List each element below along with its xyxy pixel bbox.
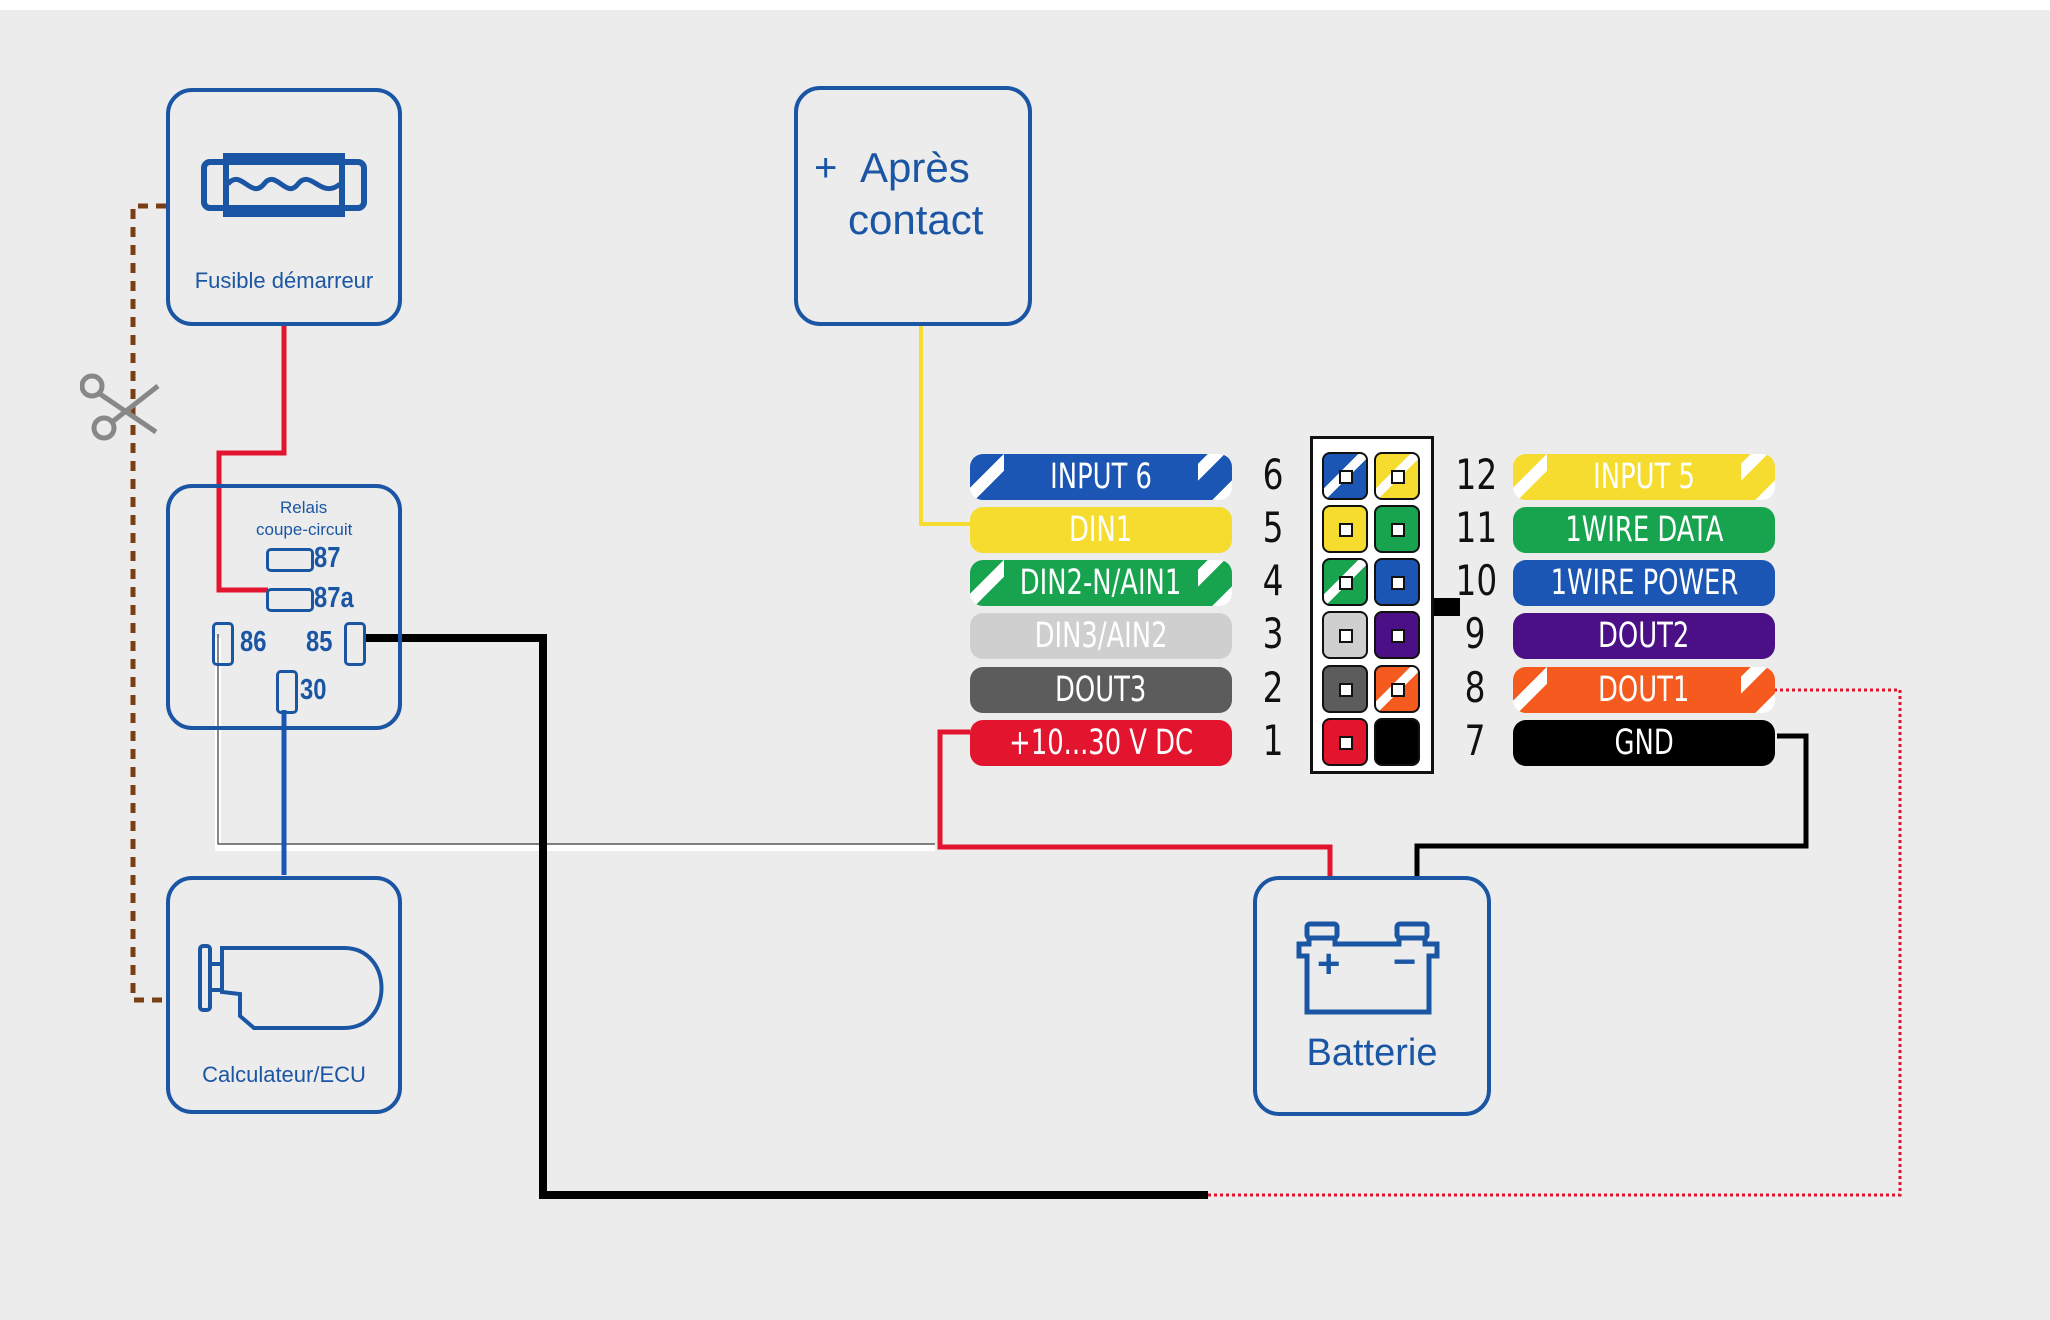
connector-contact — [1339, 470, 1353, 484]
pin-tag-left-2: DOUT3 — [970, 667, 1232, 713]
pin-87-contact — [266, 548, 314, 572]
pin-tag-right-10: 1WIRE POWER — [1513, 560, 1775, 606]
connector-contact — [1391, 576, 1405, 590]
pin-85-contact — [344, 622, 366, 666]
battery-box: + − Batterie — [1253, 876, 1491, 1116]
connector-contact — [1391, 629, 1405, 643]
connector-cell-10 — [1374, 558, 1420, 606]
pin-tag-label: DIN1 — [1069, 510, 1133, 550]
fuse-box: Fusible démarreur — [166, 88, 402, 326]
pin-tag-right-11: 1WIRE DATA — [1513, 507, 1775, 553]
relay-title-line2: coupe-circuit — [256, 520, 353, 539]
yellow-wire-din1 — [919, 326, 970, 526]
fuse-label: Fusible démarreur — [194, 268, 374, 293]
connector-key — [1434, 598, 1460, 616]
pin-86-contact — [212, 622, 234, 666]
pin-tag-label: DIN3/AIN2 — [1034, 616, 1168, 656]
pin-tag-label: DOUT3 — [1055, 670, 1147, 710]
pin-tag-label: DOUT2 — [1598, 616, 1690, 656]
wiring-layer — [130, 203, 1902, 1199]
ignition-line2: contact — [848, 196, 984, 243]
battery-label: Batterie — [1306, 1032, 1438, 1074]
connector-contact — [1339, 576, 1353, 590]
pin-85-label: 85 — [306, 626, 333, 658]
pin-87a-contact — [266, 588, 314, 612]
fuse-icon — [201, 153, 367, 217]
pin-tag-label: DOUT1 — [1598, 670, 1690, 710]
connector-cell-8 — [1374, 665, 1420, 713]
pin-number-11: 11 — [1455, 503, 1498, 552]
pin-tag-left-5: DIN1 — [970, 507, 1232, 553]
connector-cell-1 — [1322, 718, 1368, 766]
relay-title-line1: Relais — [280, 498, 328, 517]
engine-icon — [198, 944, 384, 1030]
ignition-plus: + — [814, 146, 838, 190]
pin-number-5: 5 — [1262, 503, 1284, 552]
pin-87a-label: 87a — [314, 582, 354, 614]
connector-contact — [1339, 683, 1353, 697]
diagram-canvas: Fusible démarreur + Après contact Relais… — [0, 10, 2050, 1320]
connector-cell-12 — [1374, 452, 1420, 500]
pin-number-9: 9 — [1464, 609, 1486, 658]
ignition-box: + Après contact — [794, 86, 1032, 326]
relay-box: Relais coupe-circuit 87 87a 86 85 30 — [166, 484, 402, 730]
pin-number-1: 1 — [1262, 716, 1284, 765]
black-wire-gnd — [1414, 733, 1809, 876]
ecu-label: Calculateur/ECU — [202, 1062, 366, 1087]
connector-contact — [1391, 683, 1405, 697]
connector-cell-11 — [1374, 505, 1420, 553]
pin-87-label: 87 — [314, 542, 341, 574]
pin-number-4: 4 — [1262, 556, 1284, 605]
connector-contact — [1339, 523, 1353, 537]
connector-cell-7 — [1374, 718, 1420, 766]
connector-cell-6 — [1322, 452, 1368, 500]
pin-number-7: 7 — [1464, 716, 1486, 765]
connector-contact — [1339, 629, 1353, 643]
pin-tag-left-1: +10...30 V DC — [970, 720, 1232, 766]
battery-icon — [1296, 921, 1440, 1015]
pin-tag-label: +10...30 V DC — [1009, 723, 1193, 763]
connector-cell-3 — [1322, 611, 1368, 659]
white-wire-edge — [217, 634, 935, 845]
connector-contact — [1391, 523, 1405, 537]
connector-cell-4 — [1322, 558, 1368, 606]
connector-contact — [1391, 470, 1405, 484]
pin-tag-label: INPUT 5 — [1593, 457, 1695, 497]
connector-contact — [1339, 736, 1353, 750]
pin-tag-label: INPUT 6 — [1050, 457, 1152, 497]
pin-tag-left-3: DIN3/AIN2 — [970, 613, 1232, 659]
pin-30-contact — [276, 670, 298, 714]
pin-tag-right-9: DOUT2 — [1513, 613, 1775, 659]
connector-cell-5 — [1322, 505, 1368, 553]
red-wire-fuse-relay — [216, 326, 287, 593]
red-wire-battery — [937, 729, 1333, 876]
connector-cell-2 — [1322, 665, 1368, 713]
pin-number-2: 2 — [1262, 663, 1284, 712]
pin-tag-label: GND — [1614, 723, 1674, 763]
ignition-line1: Après — [860, 144, 970, 191]
battery-minus: − — [1393, 940, 1417, 984]
pin-number-8: 8 — [1464, 663, 1486, 712]
pin-number-6: 6 — [1262, 450, 1284, 499]
pin-tag-right-8: DOUT1 — [1513, 667, 1775, 713]
pin-number-3: 3 — [1262, 609, 1284, 658]
pin-tag-right-12: INPUT 5 — [1513, 454, 1775, 500]
pin-number-10: 10 — [1455, 556, 1498, 605]
pin-86-label: 86 — [240, 626, 267, 658]
scissors-icon — [80, 373, 160, 441]
red-dotted-wire-dout1 — [1208, 688, 1902, 1197]
pin-30-label: 30 — [300, 674, 327, 706]
brown-dashed-wire — [130, 203, 166, 1003]
connector-cell-9 — [1374, 611, 1420, 659]
black-wire-85 — [366, 634, 1208, 1199]
ecu-box: Calculateur/ECU — [166, 876, 402, 1114]
pin-tag-label: DIN2-N/AIN1 — [1020, 563, 1182, 603]
pin-tag-left-4: DIN2-N/AIN1 — [970, 560, 1232, 606]
pin-number-12: 12 — [1455, 450, 1498, 499]
battery-plus: + — [1317, 942, 1341, 986]
pin-tag-label: 1WIRE DATA — [1564, 510, 1724, 550]
pin-tag-right-7: GND — [1513, 720, 1775, 766]
pin-tag-left-6: INPUT 6 — [970, 454, 1232, 500]
pin-tag-label: 1WIRE POWER — [1550, 563, 1738, 603]
